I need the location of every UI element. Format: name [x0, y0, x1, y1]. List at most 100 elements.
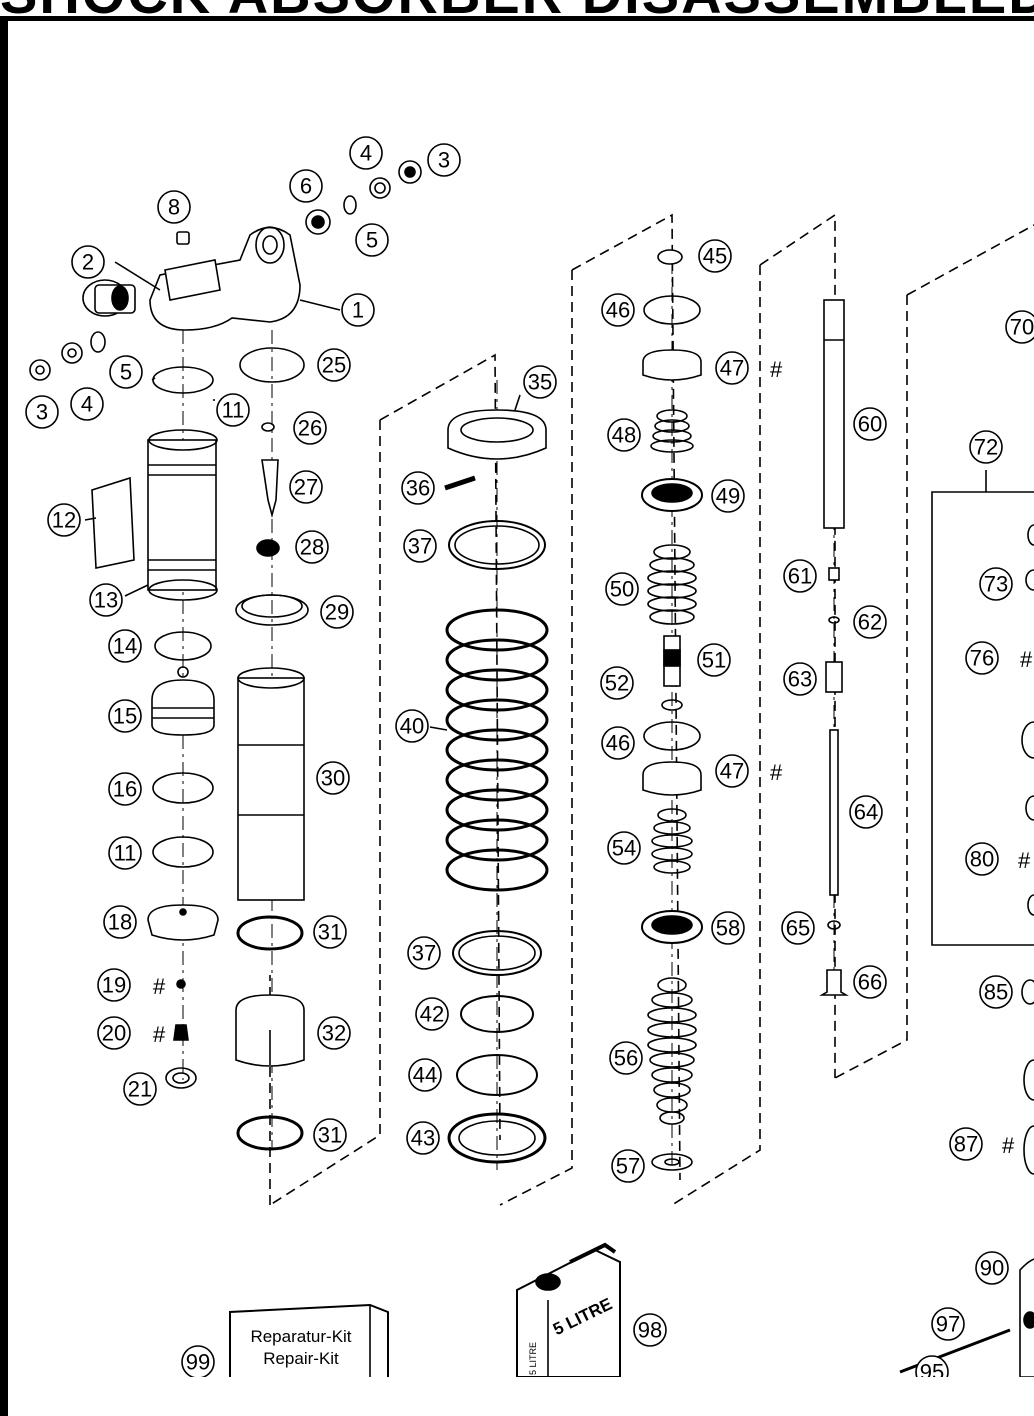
callout-number: 43	[411, 1126, 435, 1151]
callout-54-1: 54	[607, 831, 641, 865]
callout-number: 31	[318, 920, 342, 945]
part-57-washer	[651, 1153, 693, 1171]
callout-circle	[313, 1118, 347, 1152]
callout-61-1: 61	[783, 559, 817, 593]
callout-31-1: 31	[313, 915, 347, 949]
callout-19-1: 19	[97, 968, 131, 1002]
callout-circle	[849, 795, 883, 829]
part-45-nut	[657, 249, 683, 265]
callout-52-1: 52	[600, 666, 634, 700]
callout-circle	[89, 583, 123, 617]
callout-number: 60	[858, 412, 882, 437]
assembly-box-spring	[379, 353, 501, 1141]
part-44-ring	[456, 1054, 538, 1096]
callout-42-1: 42	[415, 997, 449, 1031]
callout-circle	[103, 905, 137, 939]
callout-2-1: 2	[71, 245, 105, 279]
callout-circle	[427, 143, 461, 177]
callout-number: 29	[325, 600, 349, 625]
callout-number: 40	[400, 714, 424, 739]
callout-circle	[698, 239, 732, 273]
part-47-bushing-top	[642, 349, 702, 381]
callout-circle	[931, 1307, 965, 1341]
new-part-marker-80: #	[1018, 848, 1031, 873]
callout-number: 57	[616, 1154, 640, 1179]
callout-95-1: 95	[915, 1355, 949, 1377]
callout-circle	[915, 1355, 949, 1377]
callout-circle	[47, 503, 81, 537]
callout-number: 16	[113, 777, 137, 802]
part-40-spring	[445, 608, 549, 892]
part-28-bushing	[256, 539, 280, 557]
callout-number: 5	[120, 360, 132, 385]
callout-circle	[289, 470, 323, 504]
callout-number: 90	[980, 1256, 1004, 1281]
part-14-ring	[154, 631, 212, 661]
callout-circle	[965, 842, 999, 876]
callout-number: 49	[716, 484, 740, 509]
callout-97-1: 97	[931, 1307, 965, 1341]
callout-number: 97	[936, 1312, 960, 1337]
callout-number: 21	[128, 1077, 152, 1102]
part-37-plate-bottom	[452, 930, 542, 976]
part-62-washer	[828, 616, 840, 624]
callout-number: 50	[610, 577, 634, 602]
part-19-ball	[176, 979, 186, 989]
part-11-ring-bottom	[152, 836, 214, 868]
callout-number: 46	[606, 731, 630, 756]
callout-13-1: 13	[89, 583, 123, 617]
callout-number: 4	[81, 392, 93, 417]
callout-number: 6	[300, 174, 312, 199]
callout-1-1: 1	[341, 293, 375, 327]
part-63-bushing	[825, 661, 843, 693]
callout-circle	[523, 365, 557, 399]
callout-number: 87	[954, 1132, 978, 1157]
callout-circle	[853, 965, 887, 999]
new-part-marker-20: #	[153, 1022, 166, 1047]
callout-66-1: 66	[853, 965, 887, 999]
callout-number: 15	[113, 704, 137, 729]
new-part-marker-47: #	[770, 357, 783, 382]
callout-60-1: 60	[853, 407, 887, 441]
new-part-marker-76: #	[1020, 647, 1033, 672]
callout-circle	[601, 726, 635, 760]
callout-circle	[70, 387, 104, 421]
callout-30-1: 30	[316, 761, 350, 795]
part-42-ring	[460, 995, 534, 1033]
callout-40-1: 40	[395, 709, 429, 743]
callout-4-1: 4	[349, 136, 383, 170]
repair-kit-label-en: Repair-Kit	[263, 1349, 339, 1368]
oil-can-side-label: 5 LITRE	[528, 1341, 538, 1375]
new-part-marker-87: #	[1002, 1133, 1015, 1158]
callout-circle	[965, 641, 999, 675]
callout-62-1: 62	[853, 605, 887, 639]
callout-circle	[71, 245, 105, 279]
callout-6-1: 6	[289, 169, 323, 203]
diagram-frame	[0, 16, 1034, 1416]
callout-25-1: 25	[317, 348, 351, 382]
callout-26-1: 26	[293, 411, 327, 445]
page-title: SHOCK ABSORBER DISASSEMBLED	[0, 0, 1034, 18]
callout-number: 64	[854, 800, 878, 825]
callout-circle	[949, 1127, 983, 1161]
callout-29-1: 29	[320, 595, 354, 629]
callout-98-1: 98	[633, 1313, 667, 1347]
callout-circle	[157, 190, 191, 224]
callout-number: 4	[360, 141, 372, 166]
callout-number: 56	[614, 1046, 638, 1071]
callout-51-1: 51	[697, 643, 731, 677]
callout-number: 30	[321, 766, 345, 791]
callout-43-1: 43	[406, 1121, 440, 1155]
callout-number: 12	[52, 508, 76, 533]
part-37-plate-top	[448, 520, 546, 570]
part-64-needle-rod	[829, 729, 839, 896]
callout-number: 51	[702, 648, 726, 673]
callout-number: 44	[413, 1063, 437, 1088]
callout-64-1: 64	[849, 795, 883, 829]
callout-number: 73	[984, 572, 1008, 597]
callout-circle	[781, 911, 815, 945]
callout-number: 8	[168, 195, 180, 220]
callout-circle	[181, 1345, 215, 1377]
callout-20-1: 20	[97, 1016, 131, 1050]
callout-circle	[320, 595, 354, 629]
